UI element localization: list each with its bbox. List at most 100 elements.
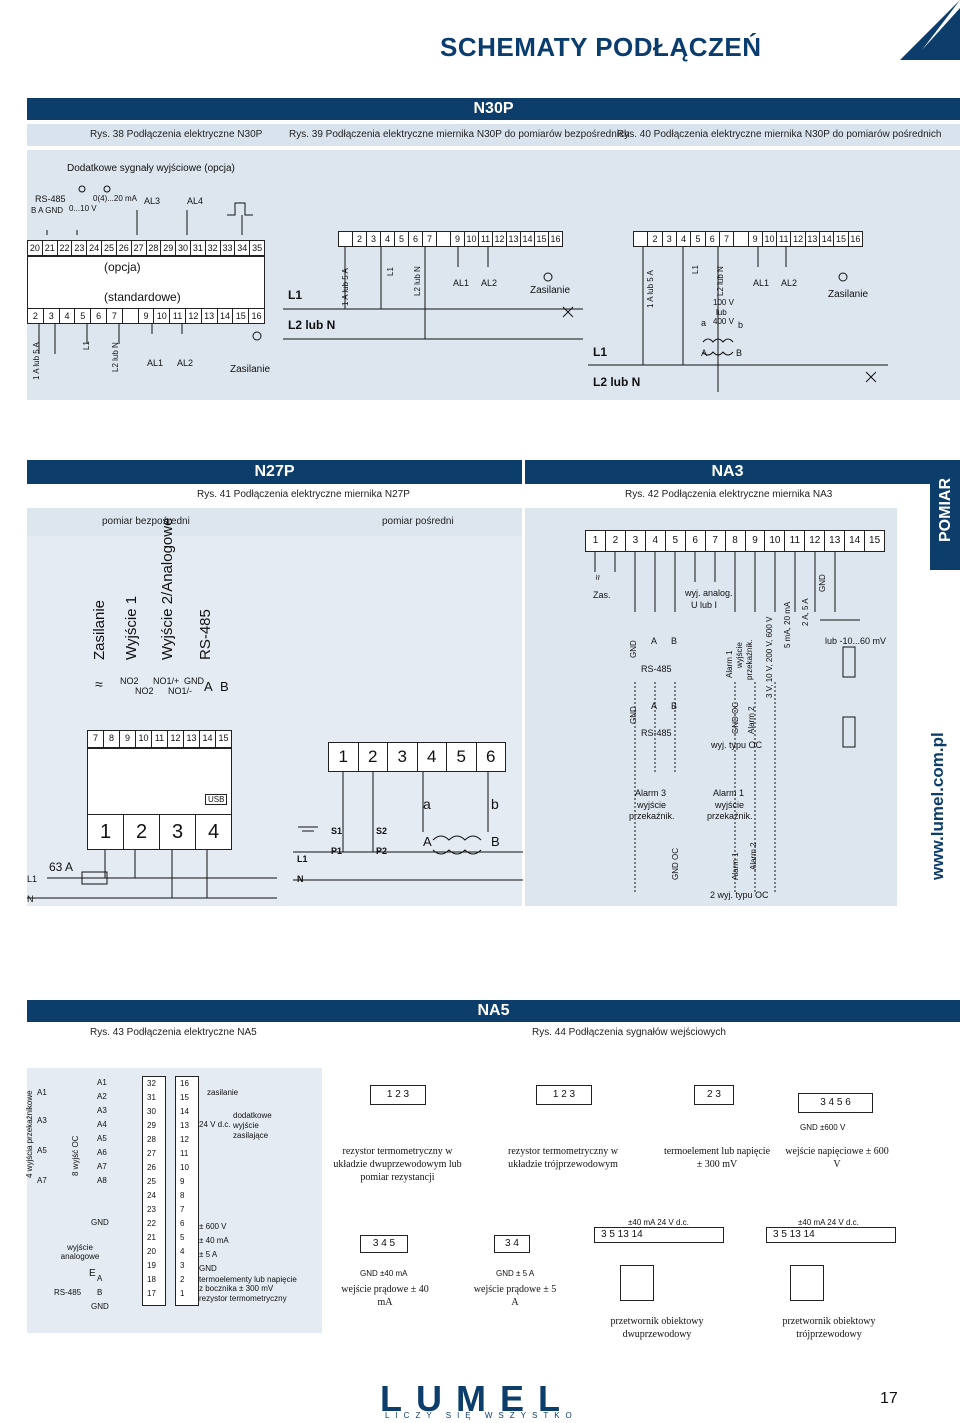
na3-wiring [594,552,860,892]
col3-cell: 15 [180,1093,189,1102]
terminal: 11 [777,232,792,246]
label-al1: AL1 [147,358,164,368]
na3-diagram: 1 2 3 4 5 6 7 8 9 10 11 12 13 14 15 [525,508,897,906]
terminal: 4 [207,821,220,843]
na3-alarm2: Alarm 2 [747,706,756,734]
col2-cell: 31 [147,1093,156,1102]
fig40: 2 3 4 5 6 7 9 10 11 12 13 14 15 16 L1 L2… [588,228,888,393]
caption-rys42: Rys. 42 Podłączenia elektryczne miernika… [625,489,833,500]
terminal: 10 [154,309,171,323]
terminal: 12 [805,531,826,551]
page-title: SCHEMATY PODŁĄCZEŃ [440,32,762,62]
terminal: 11 [785,531,806,551]
na5-5a: ± 5 A [199,1250,218,1259]
fig39-label-l2n: L2 lub N [413,266,422,296]
out-no1p: NO1/+ [153,676,180,686]
fig40-label-400v: 400 V [713,317,734,326]
input-desc-2: rezystor termometryczny w układzie trójp… [508,1146,618,1170]
col1-cell: A7 [97,1162,107,1171]
current-sub-1: GND ±40 mA [360,1269,408,1278]
caption-rys41: Rys. 41 Podłączenia elektryczne miernika… [197,489,410,500]
terminal: 14 [200,731,216,747]
terminal: 7 [706,531,726,551]
col3-cell: 14 [180,1107,189,1116]
label-l2n: L2 lub N [111,342,120,372]
terminal: 5 [395,232,409,246]
col3-cell: 9 [180,1177,185,1186]
na3-terminal-strip: 1 2 3 4 5 6 7 8 9 10 11 12 13 14 15 [585,530,885,552]
na5-termoel: termoelementy lub napięcie [199,1275,297,1284]
a1-label: A1 [37,1088,47,1097]
current-sub-2: GND ± 5 A [496,1269,535,1278]
col2-cell: 23 [147,1205,156,1214]
out-gnd: GND [184,676,204,686]
label-p2: P2 [376,846,388,856]
terminal: 1 [329,743,359,771]
side-pomiar: POMIAR [937,478,954,542]
fig39: 2 3 4 5 6 7 9 10 11 12 13 14 15 16 L1 L2… [283,228,583,348]
fig40-label-al1: AL1 [753,278,770,288]
terminal: 7 [423,232,437,246]
na5-dodatkowe: dodatkowe [233,1111,272,1120]
website-link[interactable]: www.lumel.com.pl [928,732,947,880]
fig39-label-l1: L1 [386,267,395,276]
terminal: 21 [43,241,58,255]
col3-cell: 1 [180,1289,185,1298]
label-al2: AL2 [177,358,194,368]
col3-cell: 4 [180,1247,185,1256]
col1-cell: A5 [97,1134,107,1143]
caption-rys43: Rys. 43 Podłączenia elektryczne NA5 [90,1027,257,1038]
terminal: 7 [720,232,735,246]
terminal: 9 [139,309,155,323]
col3-cell: 16 [180,1079,189,1088]
transducer-device-2 [790,1265,824,1301]
n27p-ind-strip: 1 2 3 4 5 6 [328,742,506,772]
terminal: 16 [850,234,861,244]
opt-terminal-strip: 20 21 22 23 24 25 26 27 28 29 30 31 32 3… [27,240,265,256]
col1-cell: A2 [97,1092,107,1101]
terminal: 15 [869,535,881,546]
transducer-top-1: ±40 mA 24 V d.c. [628,1218,689,1227]
opcja-label: (opcja) [104,260,141,274]
current-out-label: 0(4)...20 mA [93,194,138,203]
terminal: 13 [507,232,521,246]
terminal: 10 [763,232,778,246]
terminal: 7 [88,731,104,747]
terminal: 2 [648,232,663,246]
terminal: 14 [521,232,535,246]
col1-cell: GND [91,1302,109,1311]
col3-cell: 7 [180,1205,185,1214]
indirect-label: pomiar pośredni [382,516,454,527]
terminal: 34 [235,241,251,255]
terminal: 8 [104,731,120,747]
na3-b1: B [671,636,678,646]
terminal: 15 [233,309,250,323]
transducer-box-2: 3 5 13 14 [766,1227,896,1243]
na3-2wyj-oc: 2 wyj. typu OC [710,890,769,900]
na3-zas: Zas. [593,590,611,600]
ind-l1: L1 [297,854,308,864]
input-box-3: 2 3 [694,1085,734,1105]
na5-zasilanie: zasilanie [207,1088,239,1097]
terminal [339,232,353,246]
terminal: 31 [191,241,206,255]
terminal: 4 [646,531,666,551]
terminal: 35 [252,243,263,253]
input-desc-1: rezystor termometryczny w układzie dwupr… [333,1146,462,1183]
col1-cell: E [89,1268,96,1279]
out-no2a: NO2 [120,676,139,686]
col3-cell: 5 [180,1233,185,1242]
fig40-l2n: L2 lub N [593,375,641,389]
rs485-label: RS-485 [35,194,66,204]
terminal: 14 [218,309,234,323]
col2-cell: 20 [147,1247,156,1256]
terminal: 13 [202,309,218,323]
transducer-desc-1: przetwornik obiektowy dwuprzewodowy [610,1316,704,1340]
n27p-terminal-strip: 7 8 9 10 11 12 13 14 15 [87,730,232,748]
input-desc-3: termoelement lub napięcie ± 300 mV [663,1146,771,1170]
terminal: 4 [418,743,447,771]
col1-cell: A [97,1274,103,1283]
terminal: 16 [251,311,262,321]
col3-cell: 2 [180,1275,185,1284]
terminal: 11 [152,731,168,747]
